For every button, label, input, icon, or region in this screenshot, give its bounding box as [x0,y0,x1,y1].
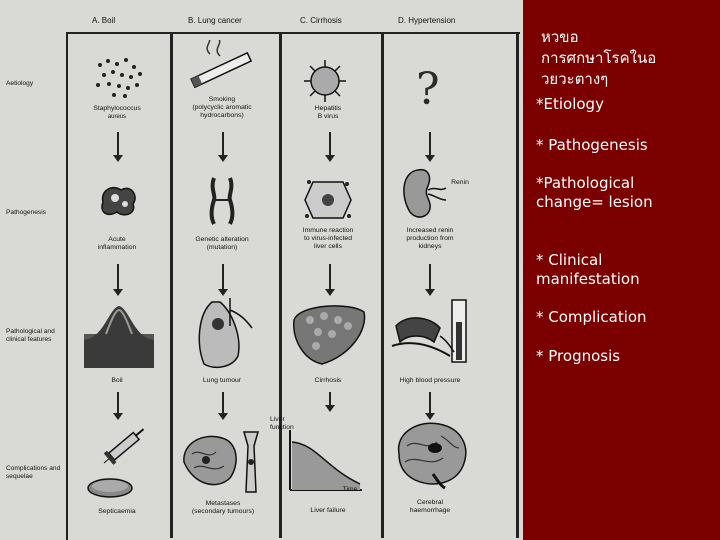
arrow-down-icon [425,392,435,420]
caption-septicaemia: Septicaemia [98,508,136,515]
column-divider [381,32,384,538]
figure-grid [66,32,520,540]
kidney-icon [403,168,447,218]
caption-metastases: Metastases (secondary tumours) [191,500,255,515]
caption-hepatitis: Hepatitis B virus [314,105,342,120]
question-mark: ? [416,64,440,115]
acute-inflammation-icon [101,186,136,216]
arrow-down-icon [325,132,335,162]
liver-cell-icon [304,180,352,219]
caption-high-blood-pressure: High blood pressure [399,377,461,384]
arrow-down-icon [425,264,435,296]
boil-icon [84,306,154,368]
thai-heading: หวขอ การศกษาโรคในอ วยวะตางๆ [541,28,657,88]
caption-staphylococcus: Staphylococcus [93,105,141,112]
caption-smoking: Smoking (polycyclic aromatic hydrocarbon… [192,96,252,119]
col-header-lung-cancer: B. Lung cancer [188,16,242,25]
caption-genetic-alteration: Genetic alteration (mutation) [195,236,249,251]
petri-dish-icon [87,478,133,498]
caption-increased-renin: Increased renin production from kidneys [406,227,454,250]
text-panel: หวขอ การศกษาโรคในอ วยวะตางๆ *Etiology * … [523,0,720,540]
syringe-icon [103,428,145,465]
blood-pressure-cuff-icon [391,299,467,363]
col-header-hypertension: D. Hypertension [398,16,456,25]
caption-boil: Boil [111,377,123,384]
chromosome-icon [209,177,235,225]
caption-cerebral-haemorrhage: Cerebral haemorrhage [409,499,451,514]
arrow-down-icon [113,392,123,420]
item-clinical-manifestation: * Clinical manifestation [536,251,640,288]
item-pathogenesis: * Pathogenesis [536,136,648,154]
caption-immune-reaction: Immune reaction to virus-infected liver … [302,227,354,250]
staphylococcus-icon [96,58,142,98]
caption-liver-function: Liver function [270,416,294,431]
item-prognosis: * Prognosis [536,347,621,365]
hepatitis-virus-icon [304,60,346,102]
caption-lung-tumour: Lung tumour [202,377,242,384]
cerebral-haemorrhage-icon [397,422,467,490]
caption-time: Time [342,486,358,493]
arrow-down-icon [218,392,228,420]
caption-renin: Renin [451,179,469,186]
column-divider [170,32,173,538]
row-label-pathological: Pathological and clinical features [6,328,55,343]
arrow-down-icon [425,132,435,162]
col-header-cirrhosis: C. Cirrhosis [300,16,342,25]
caption-liver-failure: Liver failure [310,507,346,514]
arrow-down-icon [113,132,123,162]
row-label-complications: Complications and sequelae [6,465,61,480]
row-label-pathogenesis: Pathogenesis [6,209,46,216]
caption-aureus: aureus [107,114,127,120]
col-header-boil: A. Boil [92,16,116,25]
item-complication: * Complication [536,308,647,326]
item-etiology: *Etiology [536,95,604,113]
column-divider [516,32,519,538]
arrow-down-icon [113,264,123,296]
metastases-icon [183,431,259,493]
cirrhotic-liver-icon [293,305,366,365]
arrow-down-icon [218,132,228,162]
lung-tumour-icon [198,298,253,369]
caption-acute-inflammation: Acute inflammation [97,236,137,251]
column-divider [279,32,282,538]
arrow-down-icon [325,264,335,296]
cigarette-icon [190,40,253,89]
caption-cirrhosis: Cirrhosis [314,377,342,384]
arrow-down-icon [325,392,335,412]
pathology-figure: A. Boil B. Lung cancer C. Cirrhosis D. H… [0,0,523,540]
arrow-down-icon [218,264,228,296]
row-label-aetiology: Aetiology [6,80,34,87]
liver-function-graph [289,430,362,491]
item-pathological-change: *Pathological change= lesion [536,174,653,211]
